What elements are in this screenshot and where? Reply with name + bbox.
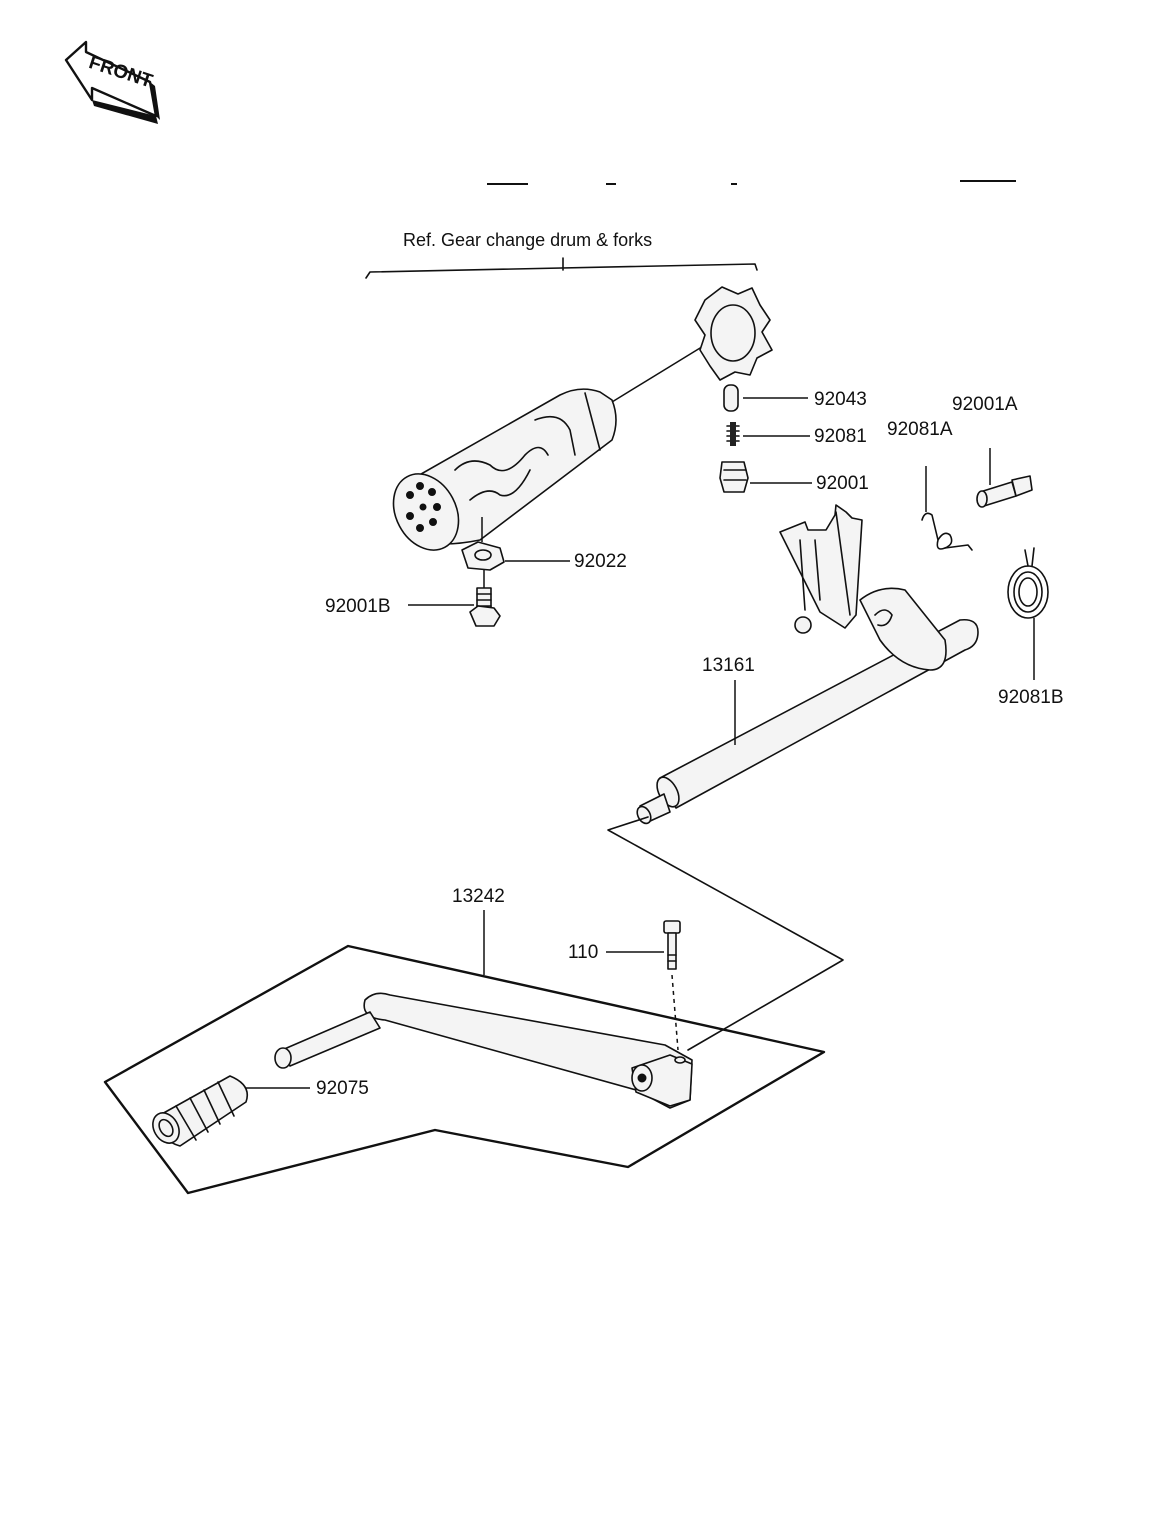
part-label-92081: 92081 xyxy=(814,426,867,447)
front-text: FRONT xyxy=(86,52,155,92)
reference-bracket xyxy=(365,257,758,279)
bolt-110 xyxy=(663,920,681,1051)
shift-shaft-13161 xyxy=(636,504,979,825)
leader-lines xyxy=(245,397,1035,1089)
pedal-outline xyxy=(103,944,826,1195)
bolt-92001 xyxy=(719,461,749,493)
spring-92081 xyxy=(726,422,740,446)
part-label-92022: 92022 xyxy=(574,551,627,572)
star-cam-plate xyxy=(694,286,773,381)
part-label-110: 110 xyxy=(568,942,599,963)
front-arrow-icon xyxy=(64,40,160,124)
shift-pedal-13242 xyxy=(274,992,693,1109)
part-label-92075: 92075 xyxy=(316,1078,369,1099)
spring-92081a xyxy=(921,512,973,551)
part-label-92001a: 92001A xyxy=(952,394,1018,415)
part-label-92001b: 92001B xyxy=(325,596,391,617)
part-label-13242: 13242 xyxy=(452,886,505,907)
pin-92043 xyxy=(723,384,739,412)
part-label-92043: 92043 xyxy=(814,389,867,410)
gear-change-drum xyxy=(392,344,706,551)
bolt-92001b xyxy=(469,570,501,627)
washer-92022 xyxy=(461,517,505,571)
part-label-92081a: 92081A xyxy=(887,419,953,440)
front-badge-text: FRONT xyxy=(86,52,155,92)
rubber-92075 xyxy=(152,1075,249,1147)
part-label-92001: 92001 xyxy=(816,473,869,494)
part-label-13161: 13161 xyxy=(702,655,755,676)
scan-marks xyxy=(487,180,1016,185)
bolt-92001a xyxy=(976,475,1033,508)
part-label-92081b: 92081B xyxy=(998,687,1064,708)
spring-92081b xyxy=(1007,547,1049,619)
reference-label: Ref. Gear change drum & forks xyxy=(403,230,653,250)
